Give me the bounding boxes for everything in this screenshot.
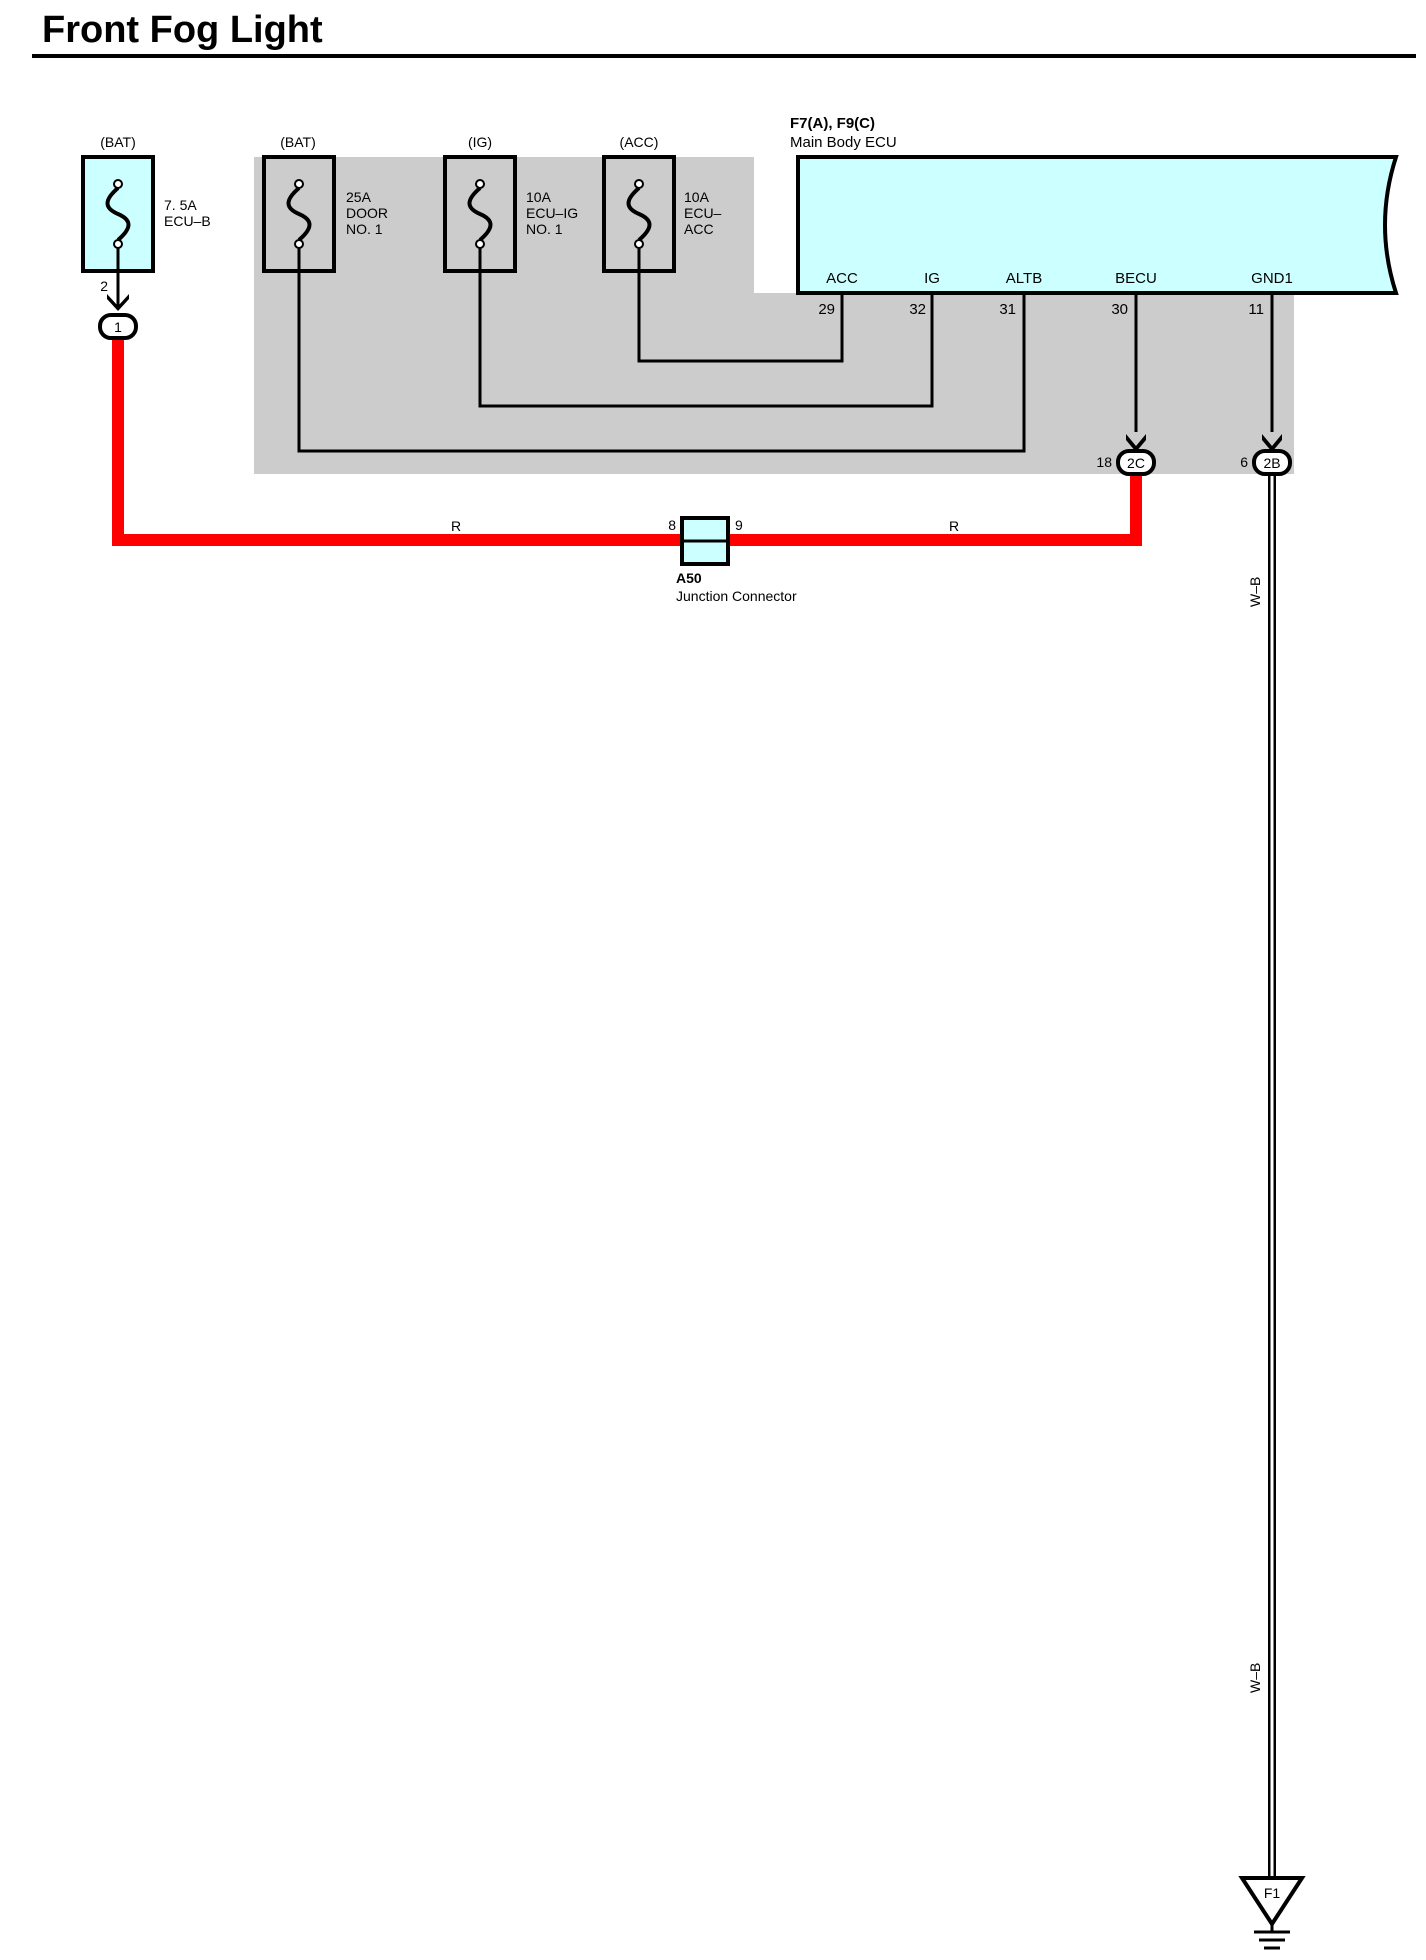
ecu-pin-label-gnd1: GND1 bbox=[1251, 270, 1293, 287]
connector-1: 1 bbox=[98, 313, 138, 340]
junction-pin-left: 8 bbox=[668, 517, 676, 533]
wire-color-label-left: R bbox=[451, 518, 461, 534]
junction-pin-right: 9 bbox=[735, 517, 743, 533]
ecu-code: F7(A), F9(C) bbox=[790, 115, 875, 132]
fuse-rating: 10A bbox=[684, 189, 710, 205]
connector-pin-number: 6 bbox=[1240, 454, 1248, 470]
fuse-element-icon bbox=[626, 186, 652, 242]
connector-2b: 6 2B bbox=[1240, 449, 1292, 476]
junction-connector-a50: 8 9 A50 Junction Connector bbox=[668, 516, 797, 604]
fuse-ecu-b: (BAT) 7. 5A ECU–B bbox=[81, 134, 211, 273]
wire-acc bbox=[637, 248, 844, 363]
fuse-element-icon bbox=[286, 186, 312, 242]
fuse-rating: 10A bbox=[526, 189, 552, 205]
fuse-ecu-ig-no1: (IG) 10A ECU–IG NO. 1 bbox=[443, 134, 578, 273]
fuse-name: ECU–IG bbox=[526, 205, 578, 221]
fuse-terminal bbox=[634, 239, 644, 249]
fuse-terminal bbox=[294, 179, 304, 189]
junction-code: A50 bbox=[676, 570, 702, 586]
arrow-icon bbox=[107, 294, 129, 311]
connector-outline bbox=[98, 313, 138, 340]
fuse-pin-number: 2 bbox=[100, 278, 108, 294]
fuse-name: DOOR bbox=[346, 205, 388, 221]
fuse-name-line2: ACC bbox=[684, 221, 714, 237]
ecu-pin-label-altb: ALTB bbox=[1006, 270, 1042, 287]
fuse-element-icon bbox=[467, 186, 493, 242]
ecu-pin-number-altb: 31 bbox=[999, 301, 1016, 318]
connector-label: 2C bbox=[1127, 455, 1145, 471]
ground-triangle-icon bbox=[1238, 1876, 1306, 1928]
ecu-body bbox=[796, 155, 1399, 295]
page-title: Front Fog Light bbox=[42, 9, 323, 51]
ecu-pin-label-acc: ACC bbox=[826, 270, 858, 287]
fuse-terminal bbox=[294, 239, 304, 249]
connector-outline bbox=[1116, 449, 1156, 476]
fuse-name: ECU– bbox=[684, 205, 722, 221]
fuse-terminal bbox=[113, 239, 123, 249]
arrow-icon bbox=[1262, 434, 1282, 452]
ground-point-f1: F1 bbox=[1238, 1876, 1306, 1950]
fuse-element-icon bbox=[105, 186, 131, 242]
ecu-pin-number-ig: 32 bbox=[909, 301, 926, 318]
fuse-ecu-acc: (ACC) 10A ECU– ACC bbox=[602, 134, 722, 273]
main-body-ecu: F7(A), F9(C) Main Body ECU ACC IG ALTB B… bbox=[790, 115, 1399, 318]
ecu-pin-number-acc: 29 bbox=[818, 301, 835, 318]
red-wire bbox=[112, 340, 1142, 546]
wire-color-label-lower: W–B bbox=[1247, 1663, 1263, 1693]
connector-outline bbox=[1252, 449, 1292, 476]
wire-ig bbox=[478, 248, 934, 408]
ecu-pin-label-ig: IG bbox=[924, 270, 940, 287]
fuse-name-line2: NO. 1 bbox=[526, 221, 563, 237]
fuse-terminal bbox=[475, 179, 485, 189]
fuse-name: ECU–B bbox=[164, 213, 211, 229]
fuse-source: (BAT) bbox=[280, 134, 316, 150]
arrow-icon bbox=[1126, 434, 1146, 452]
connector-2c: 18 2C bbox=[1096, 449, 1156, 476]
fuse-rating: 25A bbox=[346, 189, 372, 205]
fuse-rating: 7. 5A bbox=[164, 197, 197, 213]
wire-color-label-right: R bbox=[949, 518, 959, 534]
connector-pin: 1 bbox=[114, 319, 122, 335]
ground-label: F1 bbox=[1264, 1885, 1281, 1901]
fuse-terminal bbox=[634, 179, 644, 189]
internal-wires bbox=[297, 248, 1274, 453]
connector-label: 2B bbox=[1263, 455, 1280, 471]
ecu-pin-label-becu: BECU bbox=[1115, 270, 1157, 287]
ecu-pin-number-gnd1: 11 bbox=[1248, 301, 1264, 318]
fuse-terminal bbox=[113, 179, 123, 189]
wire-altb bbox=[297, 248, 1026, 453]
fuse-source: (ACC) bbox=[620, 134, 659, 150]
fuse-terminal bbox=[475, 239, 485, 249]
fuse-source: (BAT) bbox=[100, 134, 136, 150]
fuse-door-no1: (BAT) 25A DOOR NO. 1 bbox=[262, 134, 388, 273]
junction-name: Junction Connector bbox=[676, 588, 797, 604]
ecu-name: Main Body ECU bbox=[790, 134, 897, 151]
fuse-name-line2: NO. 1 bbox=[346, 221, 383, 237]
connector-pin-number: 18 bbox=[1096, 454, 1112, 470]
ecu-pin-number-becu: 30 bbox=[1111, 301, 1128, 318]
fuse-source: (IG) bbox=[468, 134, 492, 150]
wire-color-label-upper: W–B bbox=[1247, 577, 1263, 607]
